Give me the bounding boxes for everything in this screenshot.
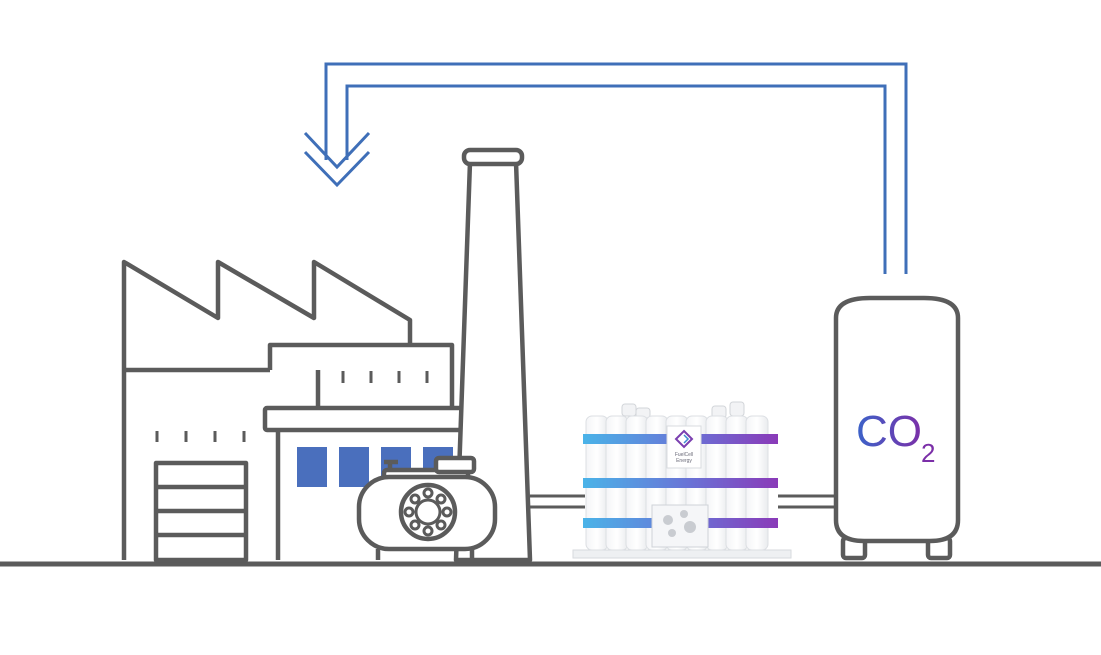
factory-icon	[121, 259, 486, 563]
fuel-cell-module-icon: FuelCell Energy	[572, 401, 792, 559]
factory-windows	[297, 447, 453, 487]
connecting-pipes	[530, 494, 836, 509]
co2-subscript: 2	[921, 438, 935, 468]
co2-label: CO	[856, 407, 922, 456]
logo-line-1: FuelCell	[675, 452, 693, 458]
logo-line-2: Energy	[676, 458, 692, 464]
engine-icon	[356, 455, 498, 560]
recycle-arrow-icon	[303, 62, 908, 274]
co2-tank-icon	[833, 295, 961, 561]
